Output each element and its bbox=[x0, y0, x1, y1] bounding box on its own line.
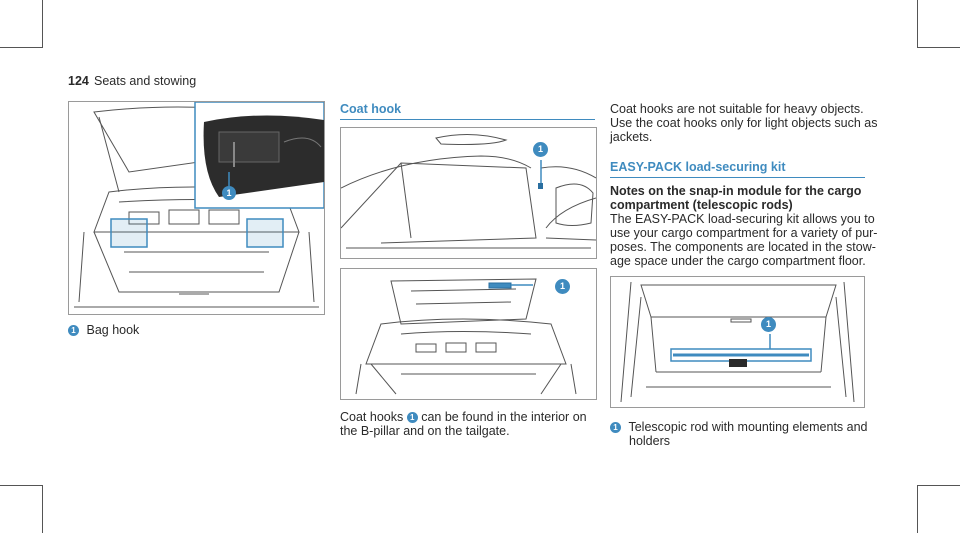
crop-mark bbox=[0, 485, 42, 486]
callout-badge: 1 bbox=[222, 186, 236, 200]
bag-hook-caption: 1 Bag hook bbox=[68, 323, 139, 338]
crop-mark bbox=[42, 0, 43, 48]
coat-hook-body-line2: the B-pillar and on the tailgate. bbox=[340, 424, 510, 438]
inline-badge: 1 bbox=[406, 412, 418, 424]
heading-rule bbox=[340, 119, 595, 120]
coat-hook-body-line1: Coat hooks 1 can be found in the interio… bbox=[340, 410, 587, 425]
intro-line-2: Use the coat hooks only for light object… bbox=[610, 116, 878, 130]
telescopic-caption-line1: 1 Telescopic rod with mounting elements … bbox=[610, 420, 868, 435]
body-text-pre: Coat hooks bbox=[340, 410, 404, 424]
body-text-post: can be found in the interior on bbox=[421, 410, 587, 424]
callout-badge: 1 bbox=[761, 317, 776, 332]
section-title: Seats and stowing bbox=[94, 74, 197, 88]
caption-text: Bag hook bbox=[86, 323, 140, 337]
caption-badge: 1 bbox=[68, 325, 79, 337]
heading-rule bbox=[610, 177, 865, 178]
intro-line-3: jackets. bbox=[610, 130, 653, 144]
caption-badge: 1 bbox=[610, 422, 621, 434]
crop-mark bbox=[0, 47, 42, 48]
body-line-3: poses. The components are located in the… bbox=[610, 240, 876, 254]
crop-mark bbox=[917, 485, 918, 533]
subheading-line-2: compartment (telescopic rods) bbox=[610, 198, 793, 212]
intro-line-1: Coat hooks are not suitable for heavy ob… bbox=[610, 102, 864, 116]
crop-mark bbox=[917, 0, 918, 48]
crop-mark bbox=[42, 485, 43, 533]
crop-mark bbox=[918, 47, 960, 48]
figure-telescopic-rods: 1 bbox=[610, 276, 865, 408]
subheading-line-1: Notes on the snap-in module for the carg… bbox=[610, 184, 862, 198]
page-number: 124 bbox=[68, 74, 89, 88]
callout-badge: 1 bbox=[555, 279, 570, 294]
telescopic-caption-line2: holders bbox=[629, 434, 670, 448]
crop-mark bbox=[918, 485, 960, 486]
body-line-1: The EASY-PACK load-securing kit allows y… bbox=[610, 212, 875, 226]
figure-bag-hook: 1 bbox=[68, 101, 325, 315]
figure-coat-hook-b-pillar: 1 bbox=[340, 127, 597, 259]
body-line-2: use your cargo compartment for a variety… bbox=[610, 226, 878, 240]
body-line-4: age space under the cargo compartment fl… bbox=[610, 254, 866, 268]
callout-badge: 1 bbox=[533, 142, 548, 157]
section-heading-coat-hook: Coat hook bbox=[340, 102, 402, 116]
caption-text: Telescopic rod with mounting elements an… bbox=[628, 420, 868, 434]
section-heading-easy-pack: EASY-PACK load-securing kit bbox=[610, 160, 786, 174]
figure-coat-hook-tailgate: 1 bbox=[340, 268, 597, 400]
